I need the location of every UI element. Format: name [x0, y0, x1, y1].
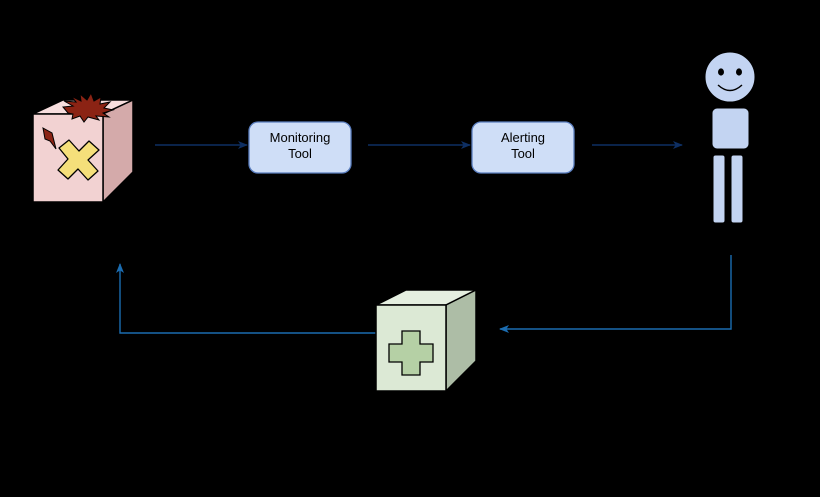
shard-icon: [42, 127, 57, 150]
plus-cross-icon: [388, 330, 434, 376]
arrow-remediation-to-failing-service[interactable]: [116, 263, 376, 334]
actor-eye-right: [736, 68, 742, 76]
failing-service-cube[interactable]: [32, 91, 134, 204]
cube-side-face: [445, 288, 477, 393]
alerting-tool-rect: [471, 121, 575, 174]
actor-head: [704, 51, 756, 103]
actor-leg-right: [730, 154, 744, 224]
actor-leg-left: [712, 154, 726, 224]
on-call-person-actor[interactable]: [704, 51, 756, 224]
actor-eye-left: [718, 68, 724, 76]
alerting-tool-box[interactable]: [471, 121, 575, 174]
monitoring-tool-box[interactable]: [248, 121, 352, 174]
monitoring-tool-rect: [248, 121, 352, 174]
explosion-burst-icon: [62, 91, 115, 123]
error-x-mark-icon: [57, 139, 100, 181]
actor-smile: [717, 84, 743, 92]
edge-layer: [116, 141, 732, 334]
remediation-cube[interactable]: [375, 288, 477, 393]
cube-side-face: [102, 98, 134, 204]
actor-torso: [711, 107, 750, 150]
arrow-person-to-remediation[interactable]: [499, 255, 732, 333]
